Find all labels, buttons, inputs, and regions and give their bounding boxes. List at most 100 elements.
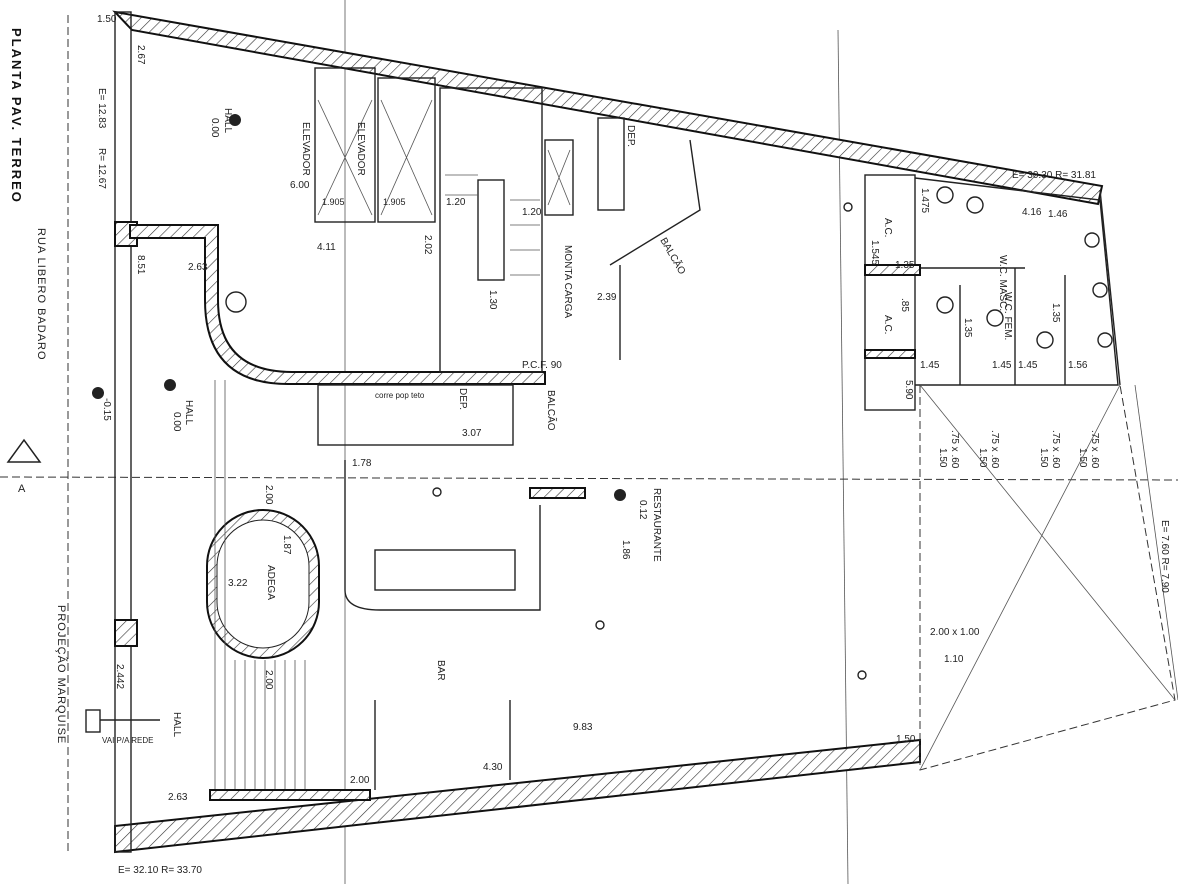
dimension: 1.35 [962,318,973,338]
dimension: 2.63 [168,792,188,803]
dimension: 2.00 [350,775,370,786]
dimension: 3.22 [228,578,248,589]
east-wall [1099,189,1121,386]
dimension: 8.51 [135,255,146,275]
bar-sink-counter [374,549,516,591]
dimension: 1.87 [281,535,292,555]
dimension: 1.20 [446,197,466,208]
open-terrace [919,384,1178,771]
dimension: .85 [899,298,910,312]
dimension: .75 x .60 [949,430,960,469]
dimension: 4.11 [317,242,336,253]
room-label: DEP. [457,388,468,410]
note: corre pop teto [375,391,425,400]
dimension: .75 x .60 [1089,430,1100,469]
room-label: ELEVADOR [355,122,366,176]
dimension: 1.56 [1068,360,1088,371]
note: VAI P/A REDE [102,736,153,745]
dimension: 1.50 [977,448,988,468]
dimension: E= 30.30 R= 31.81 [1012,170,1096,181]
column-marker-icon [225,291,247,313]
dimension: 1.475 [919,188,930,213]
room-label: BALCÃO [545,390,558,431]
room-label: HALL [222,108,233,133]
dimension: 9.83 [573,722,593,733]
section-arrow-icon [6,438,42,463]
drain-box-icon [85,709,101,733]
street-name: RUA LIBERO BADARO [35,228,47,361]
level-label: 0.00 [171,412,182,432]
hall-curved-wall [129,224,546,385]
room-label: BAR [435,660,446,681]
step-wall [209,789,371,801]
level-label: -0.15 [101,398,112,421]
dimension: 4.16 [1022,207,1042,218]
dimension: 1.35 [1050,303,1061,323]
dimension: 1.50 [1077,448,1088,468]
dimension: 1.545 [869,240,880,265]
room-label: A.C. [882,218,893,237]
dimension: 2.67 [135,45,146,65]
dimension: 1.45 [1018,360,1038,371]
entrance-steps [214,380,306,800]
dimension: 1.45 [920,360,940,371]
dimension: 2.00 [263,485,274,505]
service-room [317,384,514,446]
dimension: 1.20 [522,207,542,218]
room-label: RESTAURANTE [651,488,662,562]
storage-dep [597,117,625,211]
room-label: DEP. [625,125,636,147]
dimension: 1.46 [1048,209,1068,220]
dimension: 5.90 [903,380,914,400]
room-label: A.C. [882,315,893,334]
level-label: 0.00 [209,118,220,138]
dimension: 2.39 [597,292,617,303]
room-label: BALCÃO [657,235,689,277]
dimension: 1.50 [937,448,948,468]
dimension: 2.442 [114,664,125,689]
projection-label: PROJEÇÃO MARQUISE [55,605,68,744]
dimension: 1.50 [1038,448,1049,468]
dimension: 2.02 [422,235,433,255]
dimension: 2.00 [263,670,274,690]
dimension: 1.10 [944,654,964,665]
dimension: 2.00 x 1.00 [930,627,980,638]
dimension: 1.78 [352,458,372,469]
level-marker-icon [92,114,626,501]
note: P.C.F. 90 [522,360,562,371]
restroom-block [864,174,1119,411]
section-cut-line [0,476,1178,481]
dimension: 4.30 [483,762,503,773]
dimension: 1.45 [992,360,1012,371]
level-label: 0.12 [637,500,648,520]
dimension: 2.63 [188,262,208,273]
section-label: A [18,483,26,495]
dimension: 1.905 [322,197,345,207]
staircase [439,87,543,373]
room-label: HALL [183,400,194,425]
room-label: W.C. MASC. [997,255,1008,311]
dimension: .75 x .60 [989,430,1000,469]
facade-pillar [114,619,138,647]
facade-wall [114,11,132,853]
dimension: 1.86 [620,540,631,560]
adega-room [216,519,310,649]
light-fixture-icon [432,202,867,680]
dimension: 1.905 [383,197,406,207]
dimension: E= 12.83 [96,88,107,129]
wall-stub [529,487,586,499]
room-label: W.C. FEM. [1002,292,1013,340]
elevator-shaft-2 [377,77,436,223]
monta-carga-shaft [544,139,574,216]
dimension: 1.30 [487,290,498,310]
dimension: 1.35 [895,260,915,271]
north-wall [112,10,1104,206]
bar-counter [344,460,541,611]
drawing-title: PLANTA PAV. TERREO [9,28,24,204]
dimension: 1.50 [896,734,916,745]
balcao-counter [609,139,701,360]
dimension: 6.00 [290,180,310,191]
room-label: ELEVADOR [300,122,311,176]
dimension: R= 12.67 [96,148,107,189]
